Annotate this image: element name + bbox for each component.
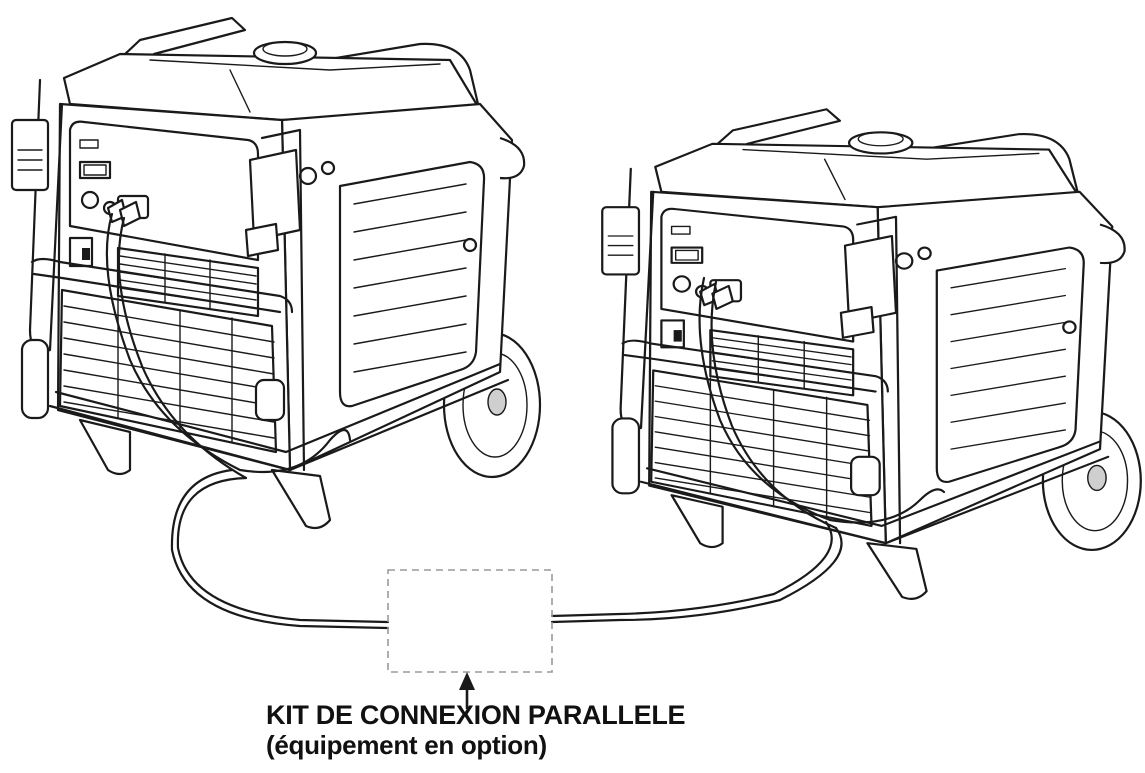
parallel-cable-left (105, 212, 390, 630)
parallel-connection-kit (387, 569, 553, 673)
callout-sublabel: (équipement en option) (266, 730, 547, 760)
callout-label: KIT DE CONNEXION PARALLELE (266, 700, 686, 730)
callout-caption: KIT DE CONNEXION PARALLELE (équipement e… (266, 700, 686, 760)
parallel-cable-right (550, 276, 946, 624)
generator-right (601, 108, 1142, 601)
generator-left (10, 16, 542, 530)
callout-arrow (459, 672, 475, 710)
